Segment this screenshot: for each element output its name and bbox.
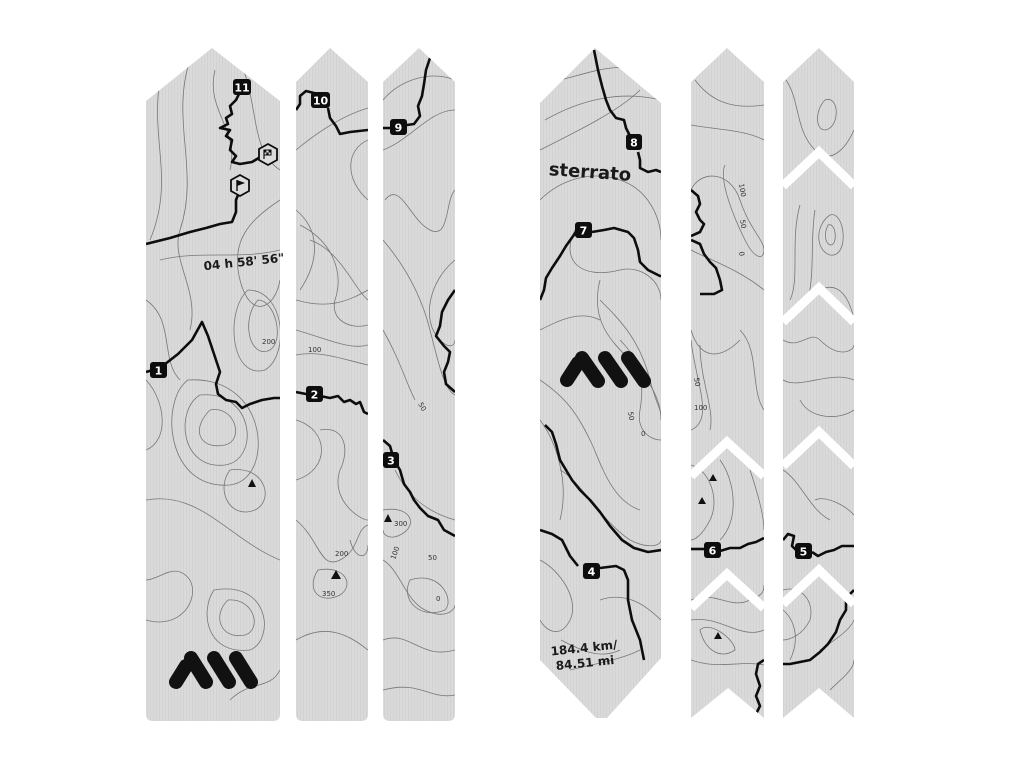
svg-text:11: 11 [234, 82, 249, 95]
svg-text:0: 0 [737, 251, 746, 257]
sticker-piece-2: 10 2 100 200 350 [296, 48, 368, 721]
checkpoint-7-marker: 7 [575, 222, 592, 238]
svg-text:0: 0 [641, 430, 645, 438]
checkpoint-1-marker: 1 [150, 362, 167, 378]
svg-text:100: 100 [308, 346, 321, 354]
brand-logo-icon [560, 351, 651, 388]
svg-text:3: 3 [387, 455, 395, 468]
svg-text:50: 50 [626, 411, 635, 421]
sticker-piece-3: 9 3 50 300 100 50 0 [383, 48, 455, 721]
flag-icon [230, 173, 250, 198]
triangle-peak-icon [714, 632, 722, 639]
checkpoint-9-marker: 9 [390, 119, 407, 135]
svg-text:50: 50 [692, 377, 701, 387]
svg-text:7: 7 [580, 225, 588, 238]
checkpoint-4-marker: 4 [583, 563, 600, 579]
triangle-peak-icon [384, 514, 392, 522]
sticker-piece-5: 100 50 0 50 100 6 [691, 48, 764, 718]
svg-text:100: 100 [737, 183, 747, 198]
triangle-peak-icon [709, 474, 717, 481]
svg-text:200: 200 [262, 338, 275, 346]
checkpoint-5-marker: 5 [795, 543, 812, 559]
checkpoint-8-marker: 8 [626, 134, 642, 150]
checkpoint-10-marker: 10 [311, 92, 330, 108]
svg-text:5: 5 [800, 546, 808, 559]
svg-text:4: 4 [588, 566, 596, 579]
svg-text:350: 350 [322, 590, 335, 598]
svg-text:50: 50 [416, 401, 427, 413]
sticker-piece-1: 11 04 h 58' 56" 1 200 [146, 48, 285, 721]
sticker-piece-4: 8 7 4 sterrato 50 0 184.4 km/ 84.51 mi [540, 48, 661, 718]
svg-text:9: 9 [395, 122, 403, 135]
distance-mi-text: 84.51 mi [555, 653, 615, 673]
triangle-peak-icon [331, 570, 341, 579]
svg-text:0: 0 [436, 595, 440, 603]
svg-text:300: 300 [394, 520, 407, 528]
svg-text:2: 2 [311, 389, 319, 402]
svg-text:50: 50 [428, 554, 437, 562]
sticker-piece-6: 5 [783, 48, 854, 718]
triangle-peak-icon [248, 479, 256, 487]
checkpoint-2-marker: 2 [306, 386, 323, 402]
svg-text:50: 50 [738, 219, 747, 229]
svg-text:10: 10 [313, 95, 329, 108]
svg-text:6: 6 [709, 545, 717, 558]
checkpoint-11-marker: 11 [233, 79, 251, 95]
checkpoint-6-marker: 6 [704, 542, 721, 558]
svg-text:1: 1 [155, 365, 163, 378]
svg-text:200: 200 [335, 550, 348, 558]
svg-text:100: 100 [694, 404, 707, 412]
checkpoint-3-marker: 3 [383, 452, 399, 468]
svg-text:8: 8 [630, 137, 638, 150]
brand-logo-icon [169, 651, 258, 689]
triangle-peak-icon [698, 497, 706, 504]
checkered-flag-icon [258, 142, 278, 167]
